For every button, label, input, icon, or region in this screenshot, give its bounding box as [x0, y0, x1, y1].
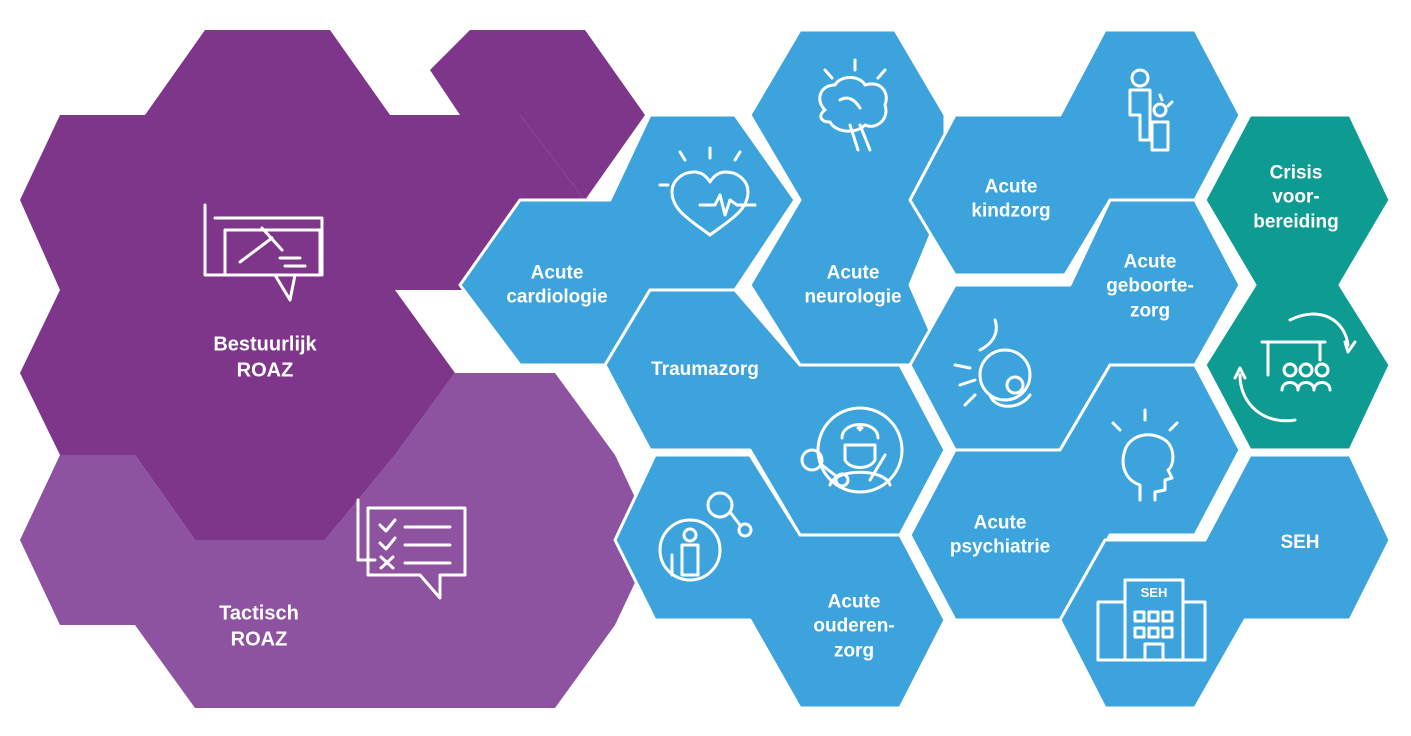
label-trauma-line1: Traumazorg	[651, 358, 759, 380]
brain-icon	[818, 58, 888, 152]
gavel-document-speech-icon	[203, 203, 324, 302]
tile-acute-neurologie	[748, 28, 947, 367]
tile-acute-ouderenzorg	[613, 453, 947, 710]
hospital-building-icon	[1096, 578, 1207, 662]
label-neurologie-line2: neurologie	[804, 287, 902, 308]
label-seh-line1: SEH	[1280, 531, 1320, 553]
label-kindzorg-line2: kindzorg	[971, 201, 1051, 222]
label-acute-cardiologie: Acute cardiologie	[506, 262, 607, 311]
label-ouderen-line2: ouderen-	[813, 615, 895, 637]
checklist-speech-icon	[356, 498, 467, 600]
label-traumazorg: Traumazorg	[651, 358, 759, 382]
label-acute-neurologie: Acute neurologie	[804, 262, 901, 311]
label-geboorte-line3: zorg	[1129, 300, 1171, 322]
meeting-cycle-icon	[1233, 312, 1357, 423]
label-seh: SEH	[1280, 531, 1319, 555]
label-crisis-line1: Crisis	[1269, 162, 1323, 184]
label-crisis-voorbereiding: Crisis voor- bereiding	[1253, 162, 1339, 235]
parent-child-icon	[1128, 68, 1174, 152]
label-crisis-line3: bereiding	[1253, 211, 1339, 233]
label-acute-ouderenzorg: Acute ouderen- zorg	[813, 591, 894, 664]
tile-crisis-voorbereiding	[1203, 113, 1392, 452]
label-cardiologie-line2: cardiologie	[506, 287, 608, 308]
label-kindzorg-line1: Acute	[984, 176, 1038, 198]
label-bestuurlijk-line1: Bestuurlijk	[213, 333, 317, 356]
label-acute-geboortezorg: Acute geboorte- zorg	[1106, 251, 1194, 324]
hospital-building-sign: SEH	[1141, 585, 1168, 600]
label-crisis-line2: voor-	[1272, 186, 1320, 208]
tile-tactisch-roaz	[20, 373, 655, 708]
label-ouderen-line1: Acute	[827, 591, 881, 613]
label-geboorte-line1: Acute	[1123, 251, 1177, 273]
label-acute-psychiatrie: Acute psychiatrie	[950, 512, 1050, 561]
fetus-icon	[953, 318, 1032, 408]
surgeon-network-icon	[800, 406, 904, 494]
heart-pulse-icon	[658, 146, 757, 237]
label-cardiologie-line1: Acute	[530, 262, 584, 284]
elderly-person-icon	[658, 491, 753, 582]
tile-seh	[1058, 453, 1392, 710]
label-tactisch-line1: Tactisch	[219, 602, 299, 625]
label-acute-kindzorg: Acute kindzorg	[971, 176, 1050, 225]
label-psychiatrie-line1: Acute	[973, 512, 1027, 534]
head-thought-icon	[1111, 408, 1179, 502]
label-bestuurlijk-line2: ROAZ	[236, 359, 294, 381]
label-psychiatrie-line2: psychiatrie	[949, 537, 1051, 558]
label-neurologie-line1: Acute	[826, 262, 880, 284]
tile-acute-kindzorg	[908, 28, 1242, 277]
tile-bestuurlijk-roaz	[20, 30, 645, 540]
label-ouderen-line3: zorg	[833, 640, 875, 662]
label-tactisch-line2: ROAZ	[230, 628, 288, 650]
label-geboorte-line2: geboorte-	[1106, 275, 1194, 297]
label-tactisch-roaz: Tactisch ROAZ	[219, 601, 299, 652]
label-bestuurlijk-roaz: Bestuurlijk ROAZ	[213, 332, 316, 383]
